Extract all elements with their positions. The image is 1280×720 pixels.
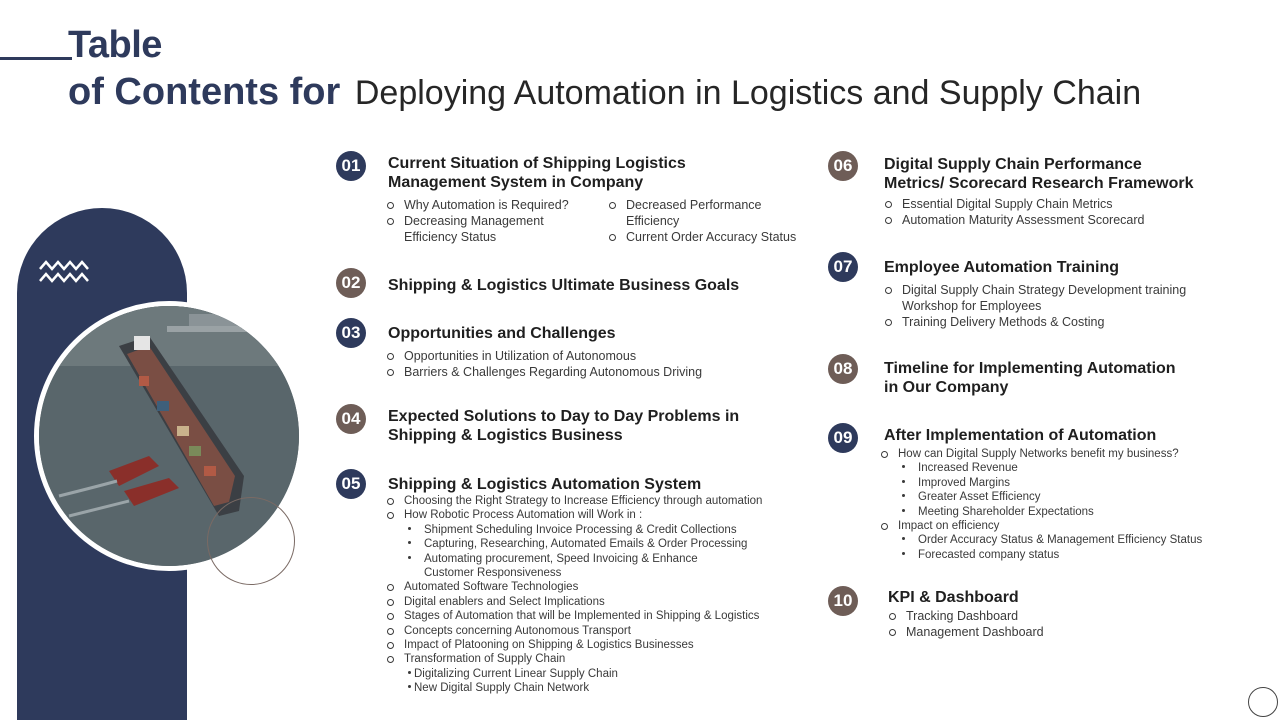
list-item: Decreasing Management [386,213,569,229]
list-item: Choosing the Right Strategy to Increase … [386,494,762,508]
list-item: Automated Software Technologies [386,580,762,594]
section-number-01: 01 [336,151,366,181]
section-title-line: Digital Supply Chain Performance [884,156,1142,173]
title-rule [0,57,72,60]
section-title-08[interactable]: Timeline for Implementing Automation in … [884,359,1176,397]
decorative-corner-ring [1248,687,1278,717]
list-subitem: Shipment Scheduling Invoice Processing &… [386,523,762,537]
list-item: Management Dashboard [888,624,1044,640]
page-title-subject: Deploying Automation in Logistics and Su… [354,74,1142,112]
list-subitem: Improved Margins [880,476,1202,490]
page-title-line2: of Contents for Deploying Automation in … [68,71,1141,114]
list-subitem-continued: Customer Responsiveness [424,567,562,580]
list-item: Digital enablers and Select Implications [386,595,762,609]
list-item-continued: Efficiency [626,214,680,228]
section-title-06[interactable]: Digital Supply Chain Performance Metrics… [884,155,1193,193]
list-item: Transformation of Supply Chain [386,652,762,666]
list-item: Essential Digital Supply Chain Metrics [884,196,1144,212]
list-item: Automation Maturity Assessment Scorecard [884,212,1144,228]
section-03-list: Opportunities in Utilization of Autonomo… [386,348,702,380]
page-title-bold: of Contents for [68,71,341,113]
list-subitem: Digitalizing Current Linear Supply Chain [386,667,762,681]
section-number-05: 05 [336,469,366,499]
list-item: Impact of Platooning on Shipping & Logis… [386,638,762,652]
section-title-09[interactable]: After Implementation of Automation [884,427,1157,444]
section-title-line: Current Situation of Shipping Logistics [388,155,686,172]
section-title-line: Timeline for Implementing Automation [884,360,1176,377]
section-title-05[interactable]: Shipping & Logistics Automation System [388,476,702,493]
section-10-list: Tracking Dashboard Management Dashboard [888,608,1044,640]
list-item-continued: Workshop for Employees [902,299,1042,313]
section-05-list: Choosing the Right Strategy to Increase … [386,494,762,696]
decorative-ring [207,497,295,585]
list-item: Opportunities in Utilization of Autonomo… [386,348,702,364]
section-title-line: in Our Company [884,379,1009,396]
section-title-07[interactable]: Employee Automation Training [884,259,1119,276]
list-item: Concepts concerning Autonomous Transport [386,624,762,638]
list-subitem: Automating procurement, Speed Invoicing … [386,552,762,566]
list-subitem: Capturing, Researching, Automated Emails… [386,537,762,551]
section-number-07: 07 [828,252,858,282]
list-subitem: Forecasted company status [880,548,1202,562]
list-item: Tracking Dashboard [888,608,1044,624]
section-number-04: 04 [336,404,366,434]
list-item: How Robotic Process Automation will Work… [386,508,762,522]
waves-icon [39,260,89,283]
list-subitem: Order Accuracy Status & Management Effic… [880,533,1202,547]
page-title-line1: Table [68,24,162,66]
section-title-03[interactable]: Opportunities and Challenges [388,325,616,342]
section-01-list-a: Why Automation is Required? Decreasing M… [386,197,569,245]
section-title-10[interactable]: KPI & Dashboard [888,589,1019,606]
list-item: How can Digital Supply Networks benefit … [880,447,1202,461]
list-item: Digital Supply Chain Strategy Developmen… [884,282,1186,298]
list-item: Training Delivery Methods & Costing [884,314,1186,330]
list-item: Stages of Automation that will be Implem… [386,609,762,623]
section-title-line: Metrics/ Scorecard Research Framework [884,175,1194,192]
section-title-line: Management System in Company [388,174,644,191]
list-item: Barriers & Challenges Regarding Autonomo… [386,364,702,380]
section-number-02: 02 [336,268,366,298]
section-07-list: Digital Supply Chain Strategy Developmen… [884,282,1186,330]
section-title-04[interactable]: Expected Solutions to Day to Day Problem… [388,407,739,445]
section-number-03: 03 [336,318,366,348]
section-title-01[interactable]: Current Situation of Shipping Logistics … [388,154,686,192]
section-number-08: 08 [828,354,858,384]
section-09-list: How can Digital Supply Networks benefit … [880,447,1202,562]
list-subitem: New Digital Supply Chain Network [386,681,762,695]
list-item-continued: Efficiency Status [404,230,497,244]
list-item: Current Order Accuracy Status [608,229,796,245]
section-number-09: 09 [828,423,858,453]
section-title-line: Shipping & Logistics Business [388,427,623,444]
list-subitem: Meeting Shareholder Expectations [880,505,1202,519]
section-06-list: Essential Digital Supply Chain Metrics A… [884,196,1144,228]
section-number-06: 06 [828,151,858,181]
list-item: Decreased Performance [608,197,796,213]
list-subitem: Greater Asset Efficiency [880,490,1202,504]
section-title-02[interactable]: Shipping & Logistics Ultimate Business G… [388,277,740,294]
list-subitem: Increased Revenue [880,461,1202,475]
list-item: Why Automation is Required? [386,197,569,213]
section-number-10: 10 [828,586,858,616]
section-01-list-b: Decreased Performance Efficiency Current… [608,197,796,245]
list-item: Impact on efficiency [880,519,1202,533]
section-title-line: Expected Solutions to Day to Day Problem… [388,408,740,425]
